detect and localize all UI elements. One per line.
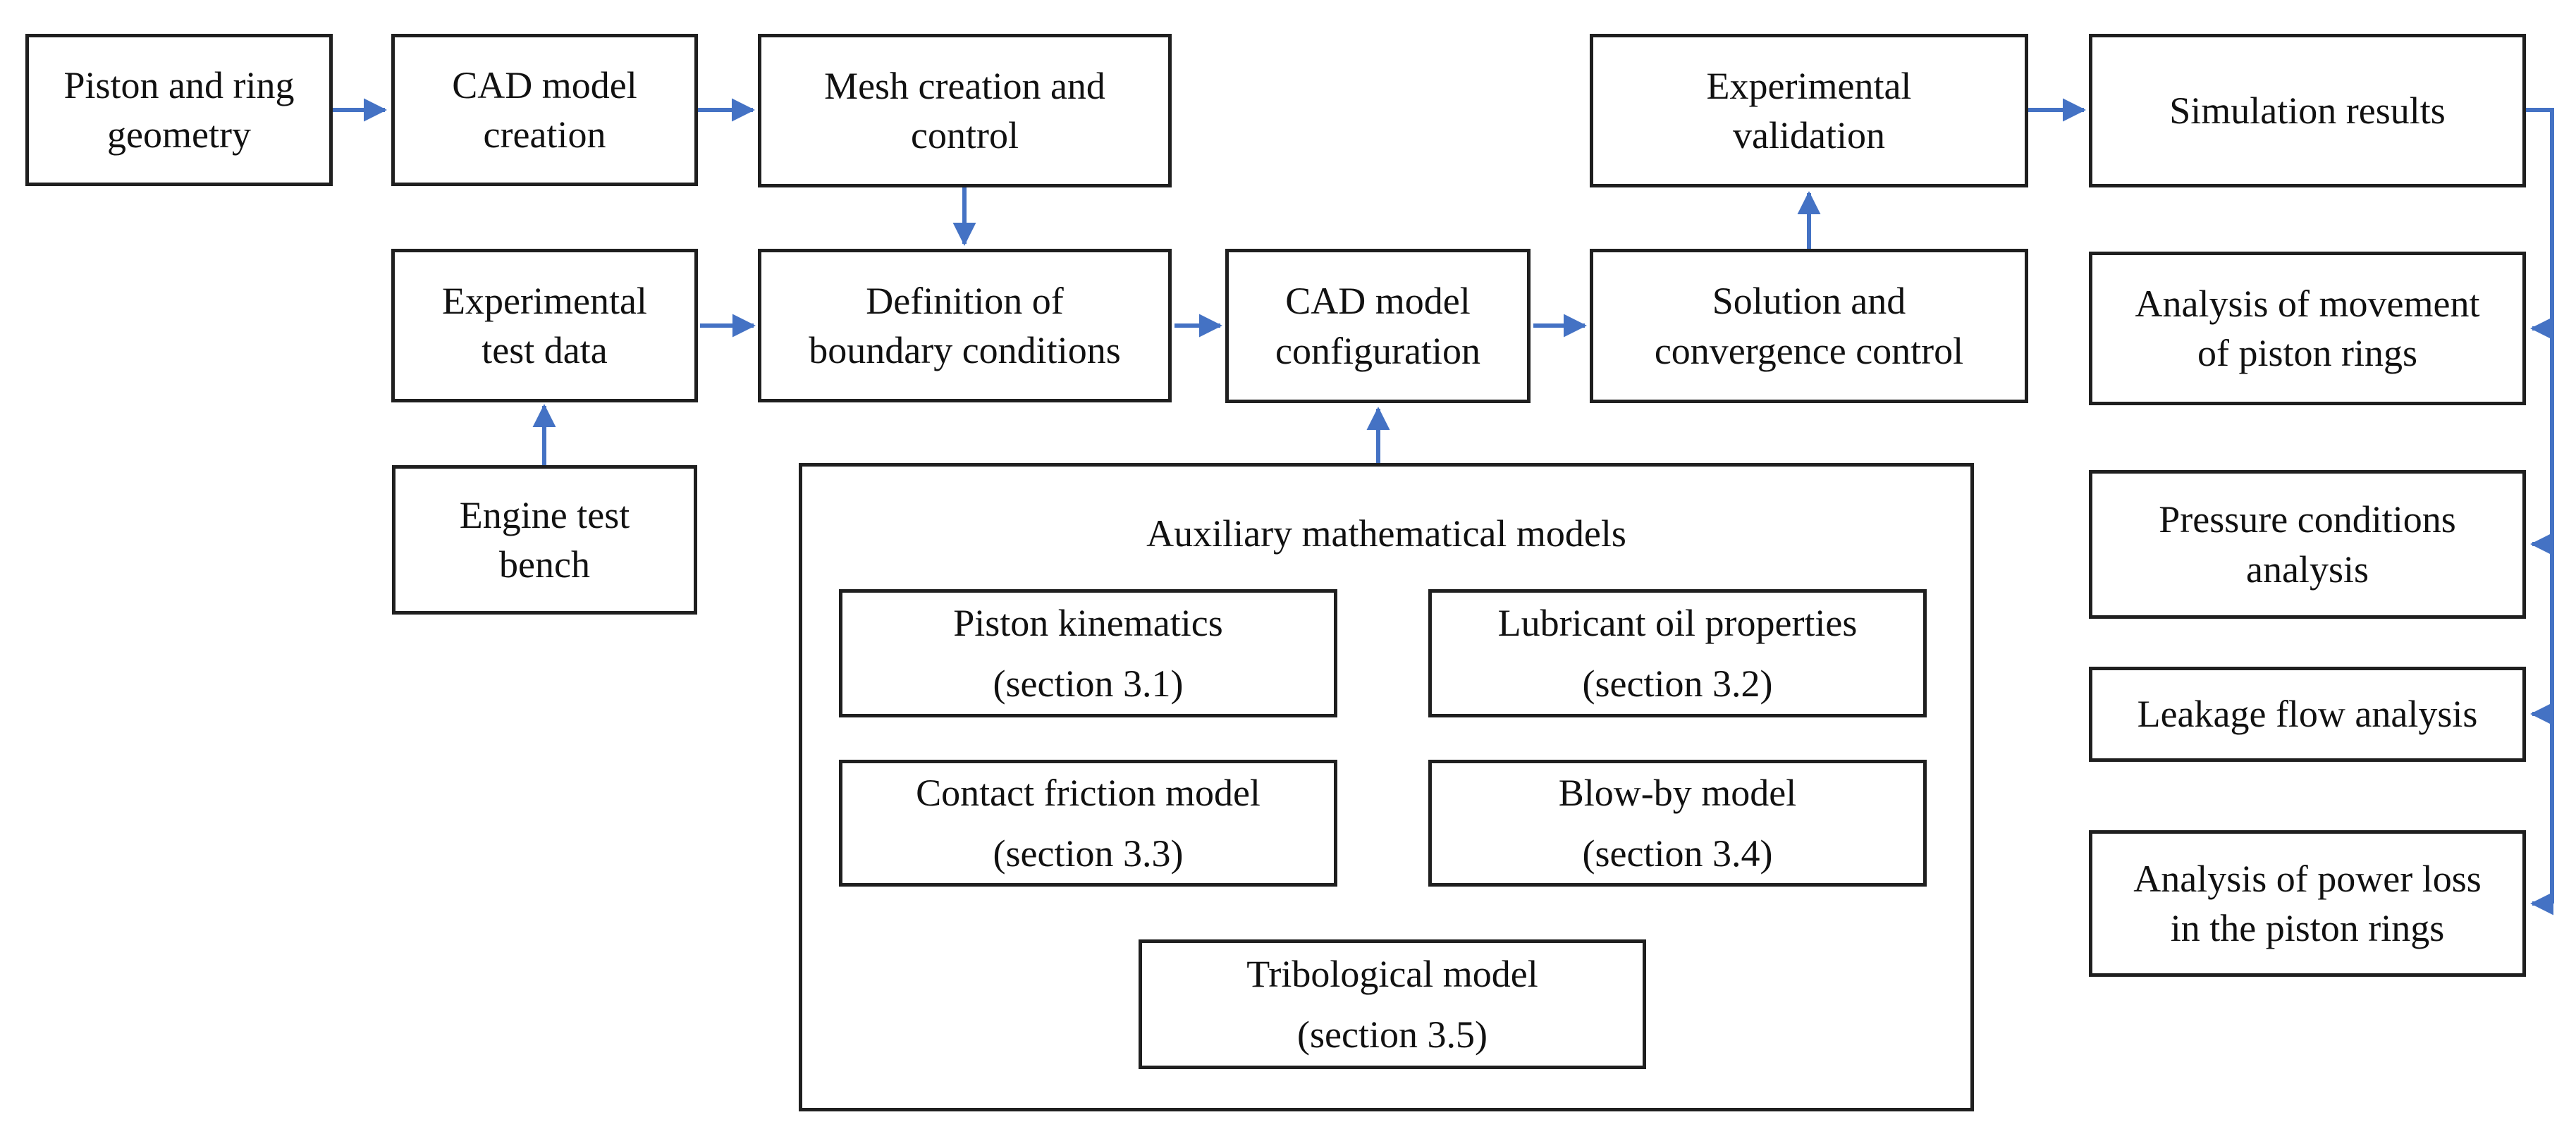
node-engine-test-bench: Engine test bench xyxy=(392,465,697,615)
node-pressure-conditions-analysis: Pressure conditions analysis xyxy=(2089,470,2526,619)
aux-models-title: Auxiliary mathematical models xyxy=(1146,512,1626,555)
node-piston-and-ring-geometry: Piston and ring geometry xyxy=(25,34,333,186)
node-experimental-test-data: Experimental test data xyxy=(391,249,698,402)
node-cad-model-creation: CAD model creation xyxy=(391,34,698,186)
node-analysis-of-movement-of-piston-rings: Analysis of movement of piston rings xyxy=(2089,252,2526,405)
node-solution-and-convergence-control: Solution and convergence control xyxy=(1590,249,2028,403)
line-simulation-results-trunk xyxy=(2526,108,2554,903)
node-contact-friction-model: Contact friction model (section 3.3) xyxy=(839,760,1337,887)
node-blow-by-model: Blow-by model (section 3.4) xyxy=(1428,760,1927,887)
node-tribological-model: Tribological model (section 3.5) xyxy=(1139,939,1646,1069)
node-cad-model-configuration: CAD model configuration xyxy=(1225,249,1531,403)
node-simulation-results: Simulation results xyxy=(2089,34,2526,187)
node-leakage-flow-analysis: Leakage flow analysis xyxy=(2089,667,2526,762)
node-piston-kinematics: Piston kinematics (section 3.1) xyxy=(839,589,1337,717)
node-mesh-creation-and-control: Mesh creation and control xyxy=(758,34,1172,187)
node-experimental-validation: Experimental validation xyxy=(1590,34,2028,187)
node-analysis-of-power-loss: Analysis of power loss in the piston rin… xyxy=(2089,830,2526,977)
node-definition-of-boundary-conditions: Definition of boundary conditions xyxy=(758,249,1172,402)
node-lubricant-oil-properties: Lubricant oil properties (section 3.2) xyxy=(1428,589,1927,717)
